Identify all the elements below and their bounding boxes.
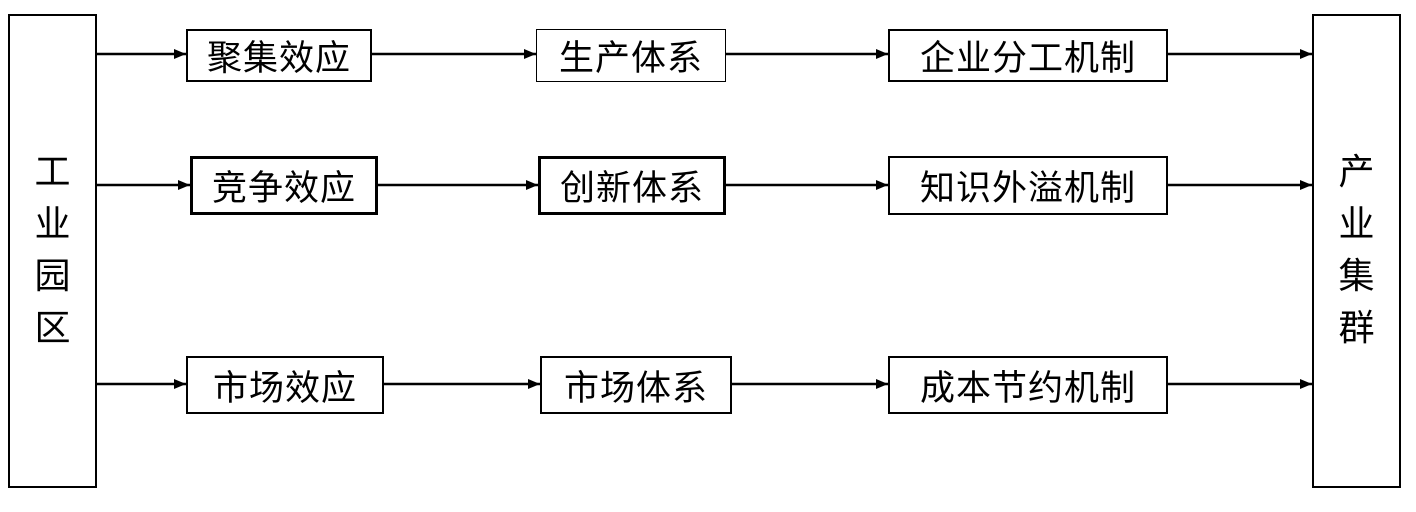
market-system-box: 市场体系 bbox=[540, 356, 732, 414]
vertical-char: 群 bbox=[1338, 308, 1375, 349]
vertical-char: 产 bbox=[1338, 152, 1375, 193]
vertical-char: 业 bbox=[1338, 204, 1375, 245]
vertical-char: 区 bbox=[34, 308, 71, 349]
market-effect-box: 市场效应 bbox=[186, 356, 384, 414]
industrial-cluster-box: 产业集群 bbox=[1312, 14, 1401, 488]
agglomeration-effect-box: 聚集效应 bbox=[186, 29, 372, 82]
production-system-box: 生产体系 bbox=[536, 29, 726, 82]
vertical-char: 业 bbox=[34, 204, 71, 245]
vertical-char: 工 bbox=[34, 152, 71, 193]
industrial-cluster-label: 产业集群 bbox=[1338, 147, 1374, 355]
innovation-system-box: 创新体系 bbox=[538, 156, 726, 215]
industrial-park-label: 工业园区 bbox=[34, 147, 70, 355]
cost-saving-mechanism-box: 成本节约机制 bbox=[888, 356, 1168, 414]
division-of-labor-mechanism-box: 企业分工机制 bbox=[888, 29, 1168, 82]
competition-effect-box: 竞争效应 bbox=[190, 156, 378, 215]
knowledge-spillover-mechanism-box: 知识外溢机制 bbox=[888, 156, 1168, 215]
vertical-char: 园 bbox=[34, 256, 71, 297]
industrial-park-box: 工业园区 bbox=[8, 14, 97, 488]
vertical-char: 集 bbox=[1338, 256, 1375, 297]
